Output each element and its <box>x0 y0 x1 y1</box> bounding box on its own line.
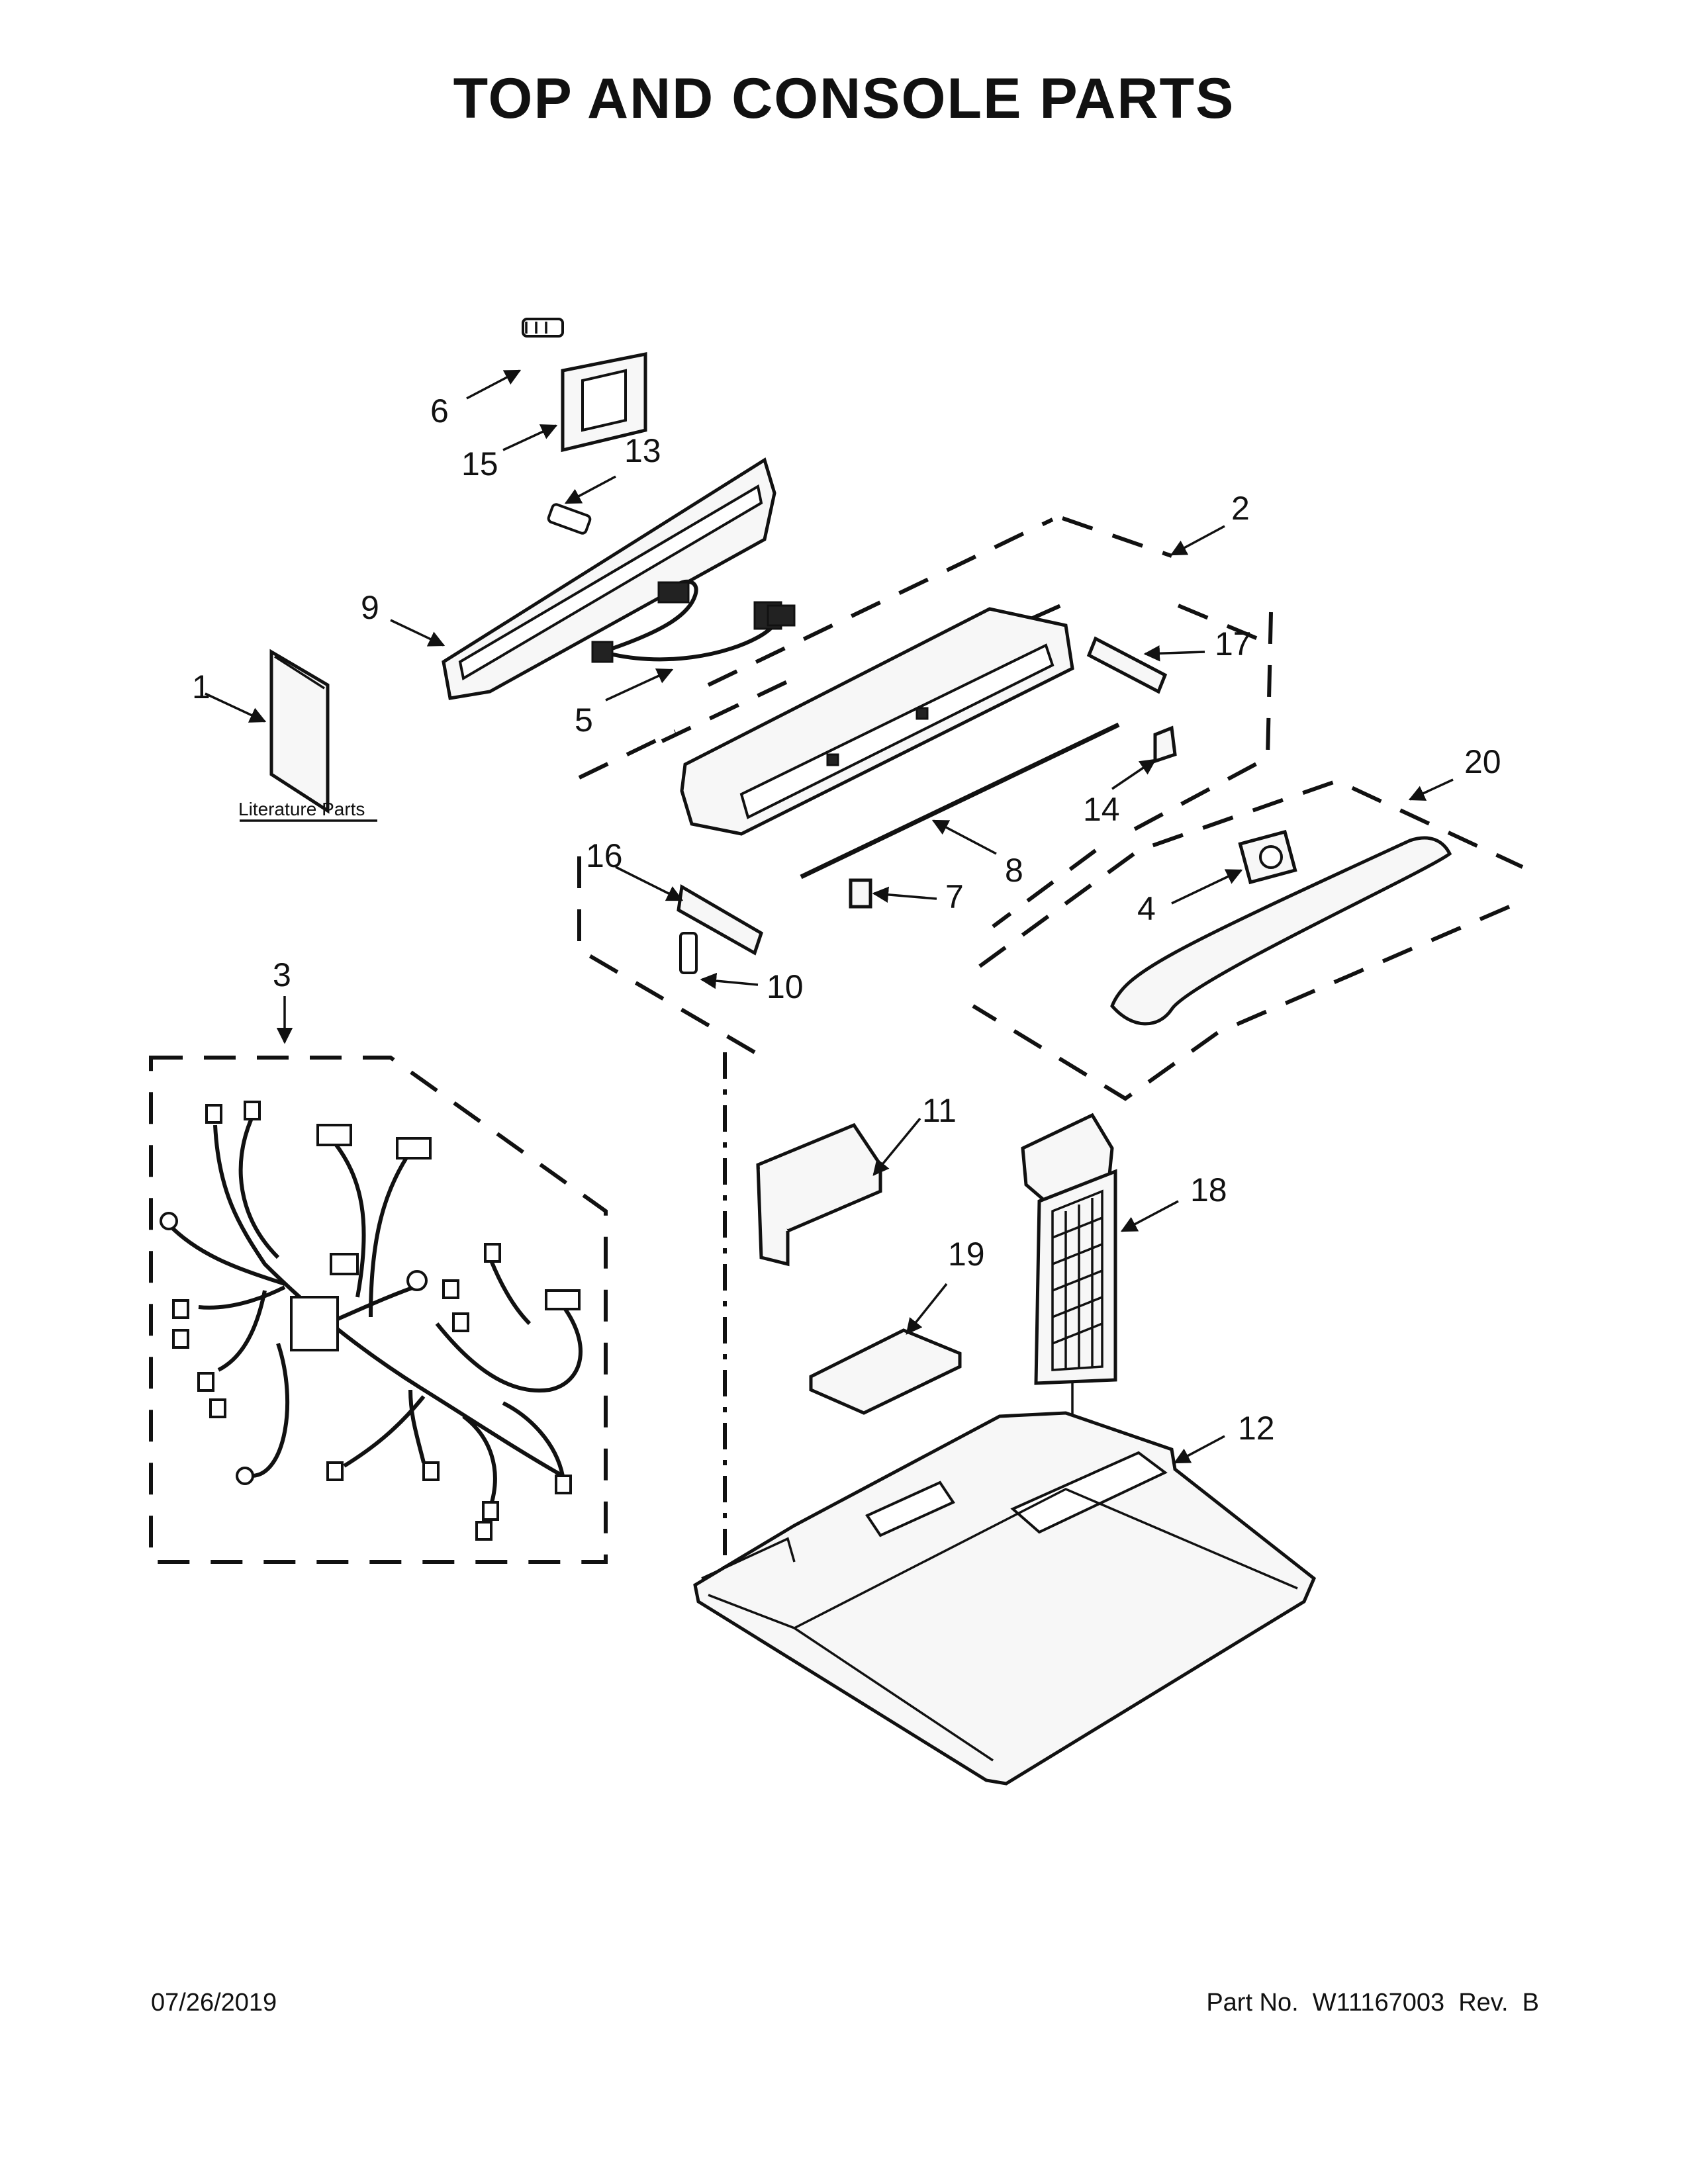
callout-5: 5 <box>575 702 593 739</box>
callout-19: 19 <box>948 1236 985 1273</box>
callout-7: 7 <box>945 878 964 915</box>
part-3-main-wire-harness <box>160 1101 583 1541</box>
part-11-control-board <box>756 1122 882 1267</box>
part-15-bracket <box>561 351 647 453</box>
callout-12: 12 <box>1238 1410 1275 1447</box>
callout-11: 11 <box>922 1092 957 1129</box>
part-8-strip <box>800 722 1120 880</box>
literature-parts-label: Literature Parts <box>238 799 365 819</box>
callout-1: 1 <box>192 668 211 705</box>
part-6-screw <box>522 318 564 338</box>
callout-3: 3 <box>273 956 291 993</box>
part-9-console-trim <box>442 457 776 700</box>
callout-20: 20 <box>1464 743 1501 780</box>
part-18-lint-screen <box>1021 1113 1117 1496</box>
callout-10: 10 <box>767 968 804 1005</box>
part-7-clip <box>849 878 872 909</box>
harness-group-outline <box>149 1056 608 1564</box>
footer-date: 07/26/2019 <box>151 1989 277 2017</box>
callout-16: 16 <box>586 837 623 874</box>
part-14-clip <box>1153 725 1177 764</box>
callout-18: 18 <box>1190 1171 1227 1208</box>
part-2-control-console <box>680 607 1074 836</box>
callout-13: 13 <box>624 432 661 469</box>
part-10-screw <box>679 932 698 974</box>
console-group-outline <box>577 516 1273 1054</box>
part-4-switch <box>1238 829 1297 885</box>
callout-17: 17 <box>1215 625 1252 662</box>
callout-2: 2 <box>1231 490 1250 527</box>
callout-8: 8 <box>1005 852 1023 889</box>
part-13-screw <box>547 503 592 535</box>
part-5-wire-harness <box>591 579 796 663</box>
part-16-bracket <box>677 884 764 956</box>
callout-15: 15 <box>461 445 498 482</box>
top-group-outline <box>972 778 1524 1101</box>
part-19-plate <box>809 1328 962 1415</box>
part-1-literature-book <box>269 649 330 814</box>
page-title: TOP AND CONSOLE PARTS <box>453 67 1235 130</box>
part-20-cover <box>1110 836 1452 1026</box>
callout-arrows <box>205 369 1454 1464</box>
callout-4: 4 <box>1137 890 1156 927</box>
part-17-bracket <box>1086 636 1168 694</box>
callout-9: 9 <box>361 589 379 626</box>
part-12-top-panel <box>693 1411 1317 1786</box>
footer-part-number: Part No. W11167003 Rev. B <box>1206 1989 1539 2017</box>
callout-6: 6 <box>430 392 449 430</box>
callout-14: 14 <box>1083 791 1120 828</box>
